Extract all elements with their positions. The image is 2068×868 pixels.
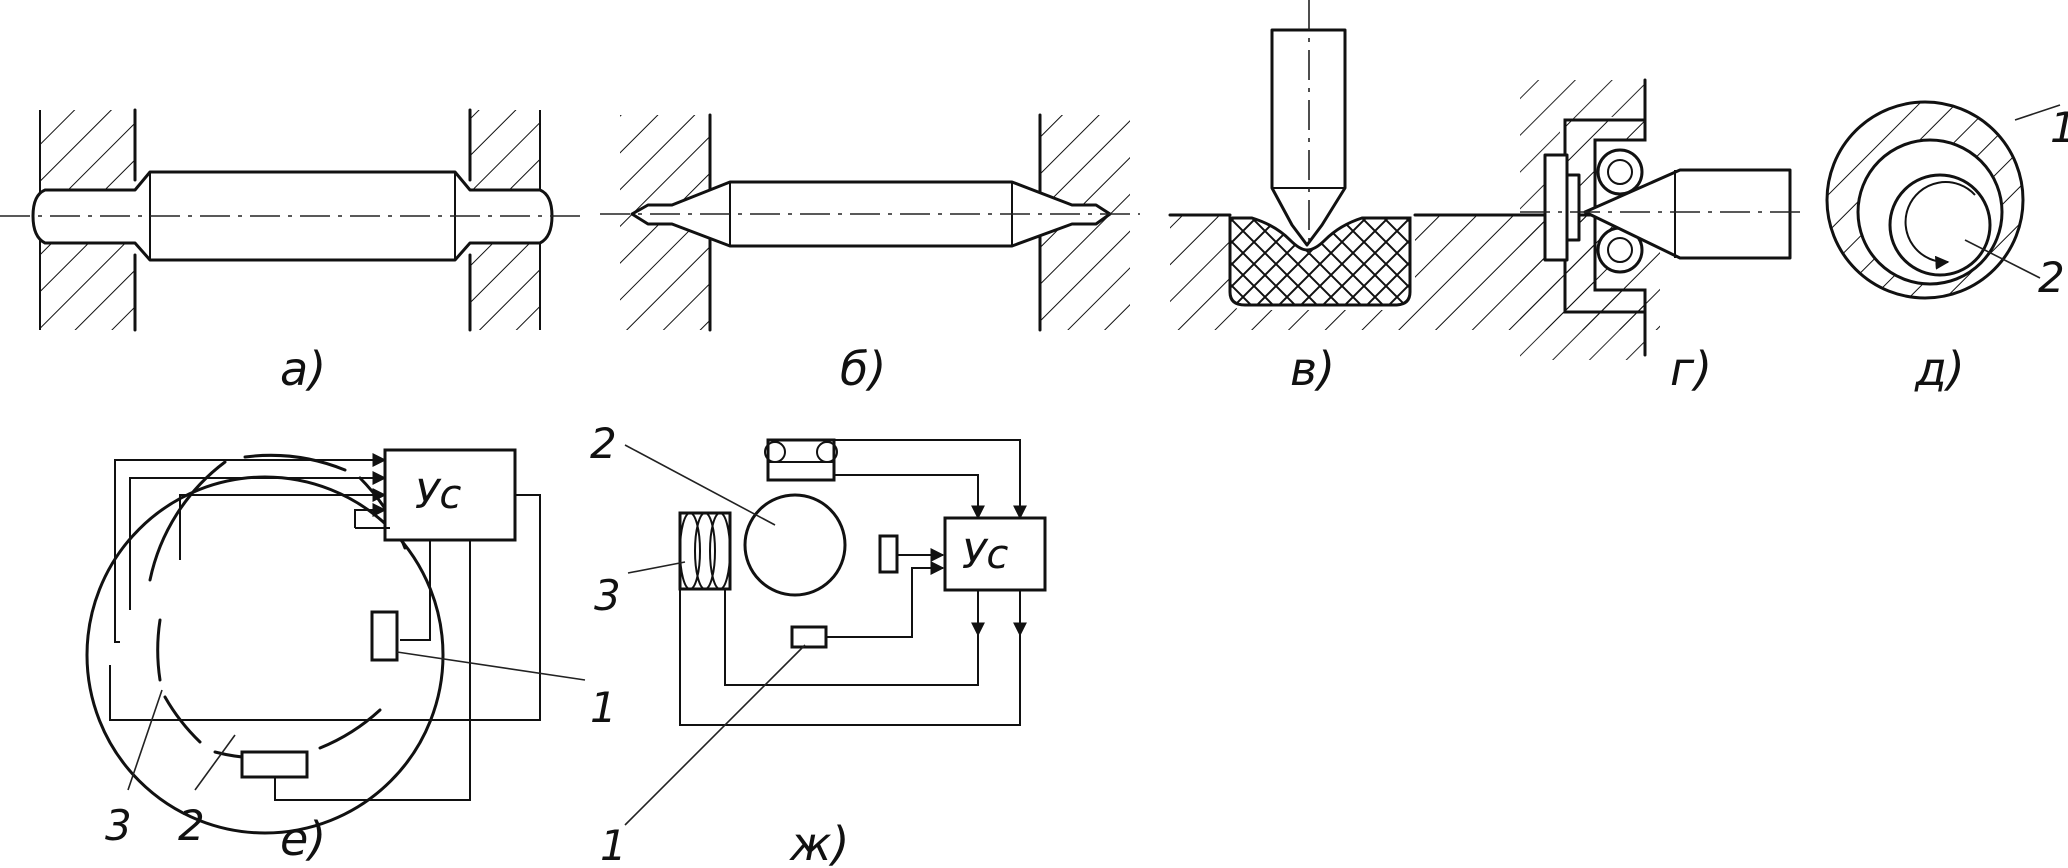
coil-segment — [148, 460, 227, 582]
callout-zh-1: 1 — [600, 821, 627, 868]
label-figure-b: б) — [840, 342, 886, 396]
sensor-bottom-e — [240, 750, 309, 779]
figure-e — [85, 448, 586, 835]
top-coil-zh — [764, 438, 838, 482]
controller-label-zh: Ус — [962, 532, 1008, 578]
shaft-a — [31, 170, 554, 262]
callout-d-1: 1 — [2050, 103, 2068, 152]
controller-zh — [943, 516, 1047, 592]
label-figure-e: е) — [280, 812, 326, 866]
coil-3-zh — [678, 511, 732, 591]
sensor-right-zh — [878, 534, 899, 574]
coil-segment — [243, 453, 347, 472]
figure-g — [1520, 78, 1800, 360]
callout-e-1: 1 — [590, 683, 617, 732]
sensor-1-e — [370, 610, 399, 662]
callout-e-3: 3 — [105, 801, 132, 850]
callout-e-2: 2 — [178, 801, 205, 850]
callout-zh-2: 2 — [590, 419, 617, 468]
roller-top — [1596, 148, 1644, 196]
label-figure-zh: ж) — [789, 817, 849, 868]
coil-segment — [156, 618, 162, 682]
figure-a — [0, 108, 580, 332]
sensor-1-zh — [790, 625, 828, 649]
controller-label-e: Ус — [415, 472, 461, 518]
tool-v — [1270, 28, 1347, 247]
figure-d — [1825, 100, 2061, 300]
workpiece-disc-zh — [743, 493, 847, 597]
pusher-g — [1583, 168, 1792, 260]
label-figure-d: д) — [1914, 342, 1965, 396]
coil-segment — [318, 708, 382, 750]
label-figure-g: г) — [1670, 342, 1712, 396]
callout-zh-3: 3 — [594, 571, 621, 620]
label-figure-a: а) — [280, 342, 326, 396]
figure-b — [600, 113, 1140, 332]
callout-d-2: 2 — [2038, 253, 2065, 302]
label-figure-v: в) — [1290, 342, 1335, 396]
ring-rotor — [1888, 173, 1992, 277]
figure-zh — [624, 438, 1047, 826]
workpiece-v — [1228, 216, 1412, 307]
